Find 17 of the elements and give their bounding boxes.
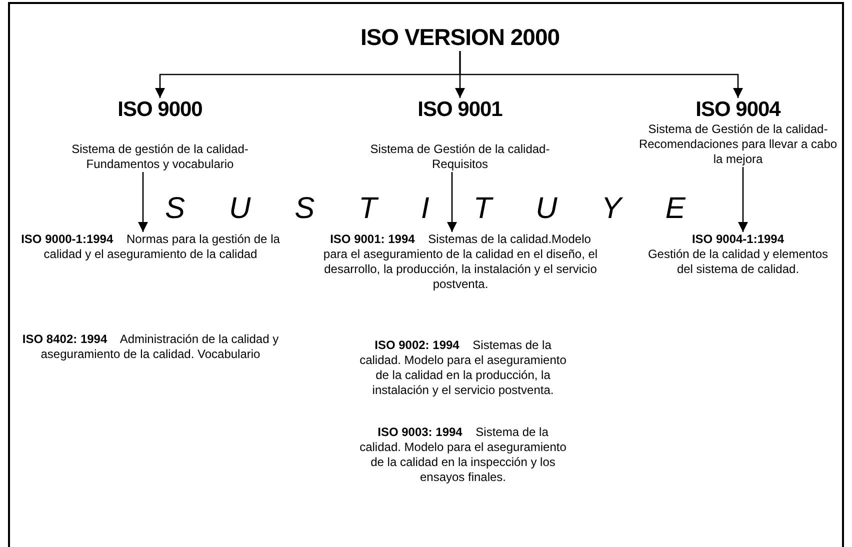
arrow (738, 167, 748, 232)
standard-heading: ISO 9004-1:1994 (690, 232, 786, 247)
standard-description: Sistema de Gestión de la calidad-Recomendaciones para llevar a cabo la mejora (638, 122, 838, 167)
standard-description: ISO 9001: 1994 Sistemas de la calidad.Modelo para el aseguramiento de la calidad en el diseño, el desarrollo, la producción, la instalación y el servicio postventa. (318, 232, 603, 292)
arrow (138, 172, 148, 232)
standard-description: Gestión de la calidad y elementos del sistema de calidad. (646, 247, 830, 277)
standard-description: ISO 9000-1:1994 Normas para la gestión de la calidad y el aseguramiento de la calidad (8, 232, 293, 262)
standard-heading: ISO 9001 (416, 98, 504, 122)
standard-heading: ISO 9004 (694, 98, 782, 122)
title-text: ISO VERSION 2000 (360, 24, 560, 51)
standard-description: ISO 9002: 1994 Sistemas de la calidad. Modelo para el aseguramiento de la calidad en la producción, la instalación y el servicio postventa. (358, 338, 568, 398)
arrow (459, 51, 743, 98)
standard-description: Sistema de gestión de la calidad- Fundamentos y vocabulario (70, 142, 250, 172)
standard-description: ISO 9003: 1994 Sistema de la calidad. Modelo para el aseguramiento de la calidad en la inspección y los ensayos finales. (358, 425, 568, 485)
standard-description: ISO 8402: 1994 Administración de la calidad y aseguramiento de la calidad. Vocabulario (8, 332, 293, 362)
standard-description: Sistema de Gestión de la calidad-Requisitos (369, 142, 551, 172)
standard-heading: ISO 9000 (116, 98, 204, 122)
